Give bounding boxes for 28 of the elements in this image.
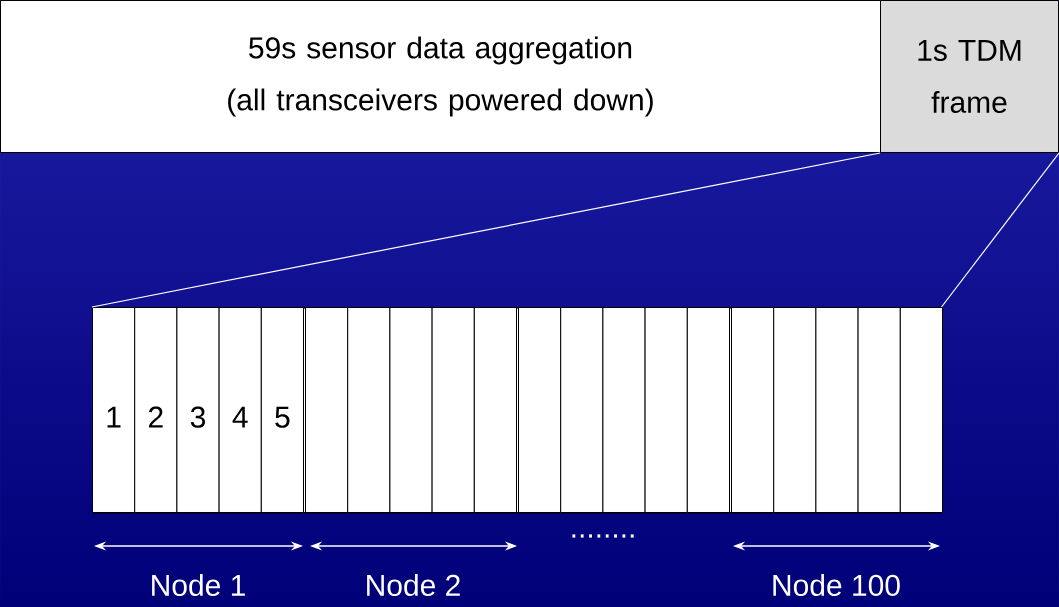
time-slot (773, 307, 817, 513)
time-slot: 3 (176, 307, 220, 513)
time-slot: 5 (260, 307, 304, 513)
time-slot: 1 (92, 307, 136, 513)
separator-dots: ........ (572, 534, 634, 538)
frame-box: 1s TDM frame (880, 0, 1059, 153)
time-slot (815, 307, 859, 513)
time-slot (731, 307, 775, 513)
time-slot (899, 307, 943, 513)
zoom-line (91, 152, 881, 308)
period-box: 59s sensor data aggregation (all transceivers powered down) (0, 0, 881, 153)
node-label: Node 1 (152, 574, 245, 596)
node-label: Node 2 (367, 574, 460, 596)
time-slot (857, 307, 901, 513)
zoom-line (940, 152, 1059, 308)
time-slot (644, 307, 688, 513)
time-slot: 2 (134, 307, 178, 513)
time-slot (347, 307, 391, 513)
time-slot: 4 (218, 307, 262, 513)
time-slot (473, 307, 517, 513)
time-slot (560, 307, 604, 513)
time-slot (602, 307, 646, 513)
time-slot (389, 307, 433, 513)
time-slot (431, 307, 475, 513)
time-slot (305, 307, 349, 513)
node-label: Node 100 (773, 574, 900, 596)
time-slot (518, 307, 562, 513)
time-slot (686, 307, 730, 513)
